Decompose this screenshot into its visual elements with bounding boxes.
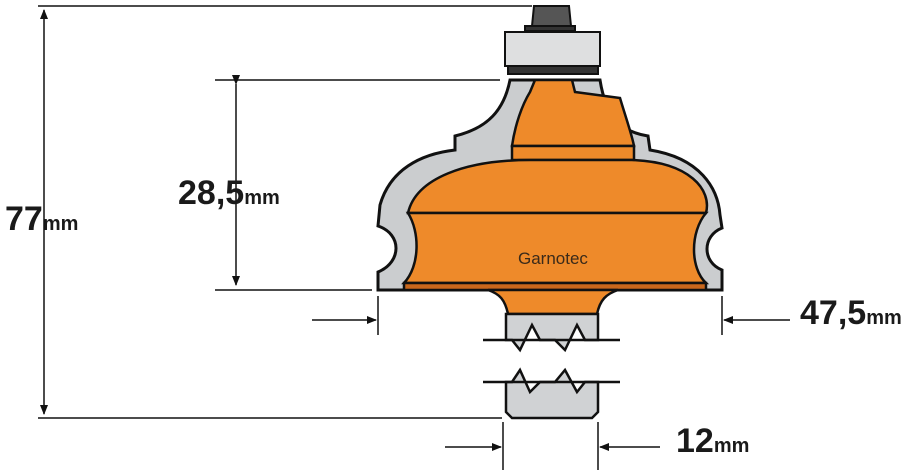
shank	[483, 312, 620, 420]
total-length-value: 77	[5, 200, 43, 238]
cutting-height-unit: mm	[244, 187, 280, 209]
bearing	[504, 5, 601, 75]
brand-label: Garnotec	[518, 249, 588, 268]
cutting-height-value: 28,5	[178, 174, 245, 212]
dimension-lines	[38, 5, 790, 470]
cutting-height-label: 28,5mm	[178, 174, 280, 213]
shank-diameter-unit: mm	[713, 435, 750, 457]
shank-diameter-value: 12	[676, 422, 714, 460]
cutting-diameter-value: 47,5	[800, 294, 867, 332]
shank-diameter-label: 12mm	[676, 422, 749, 461]
total-length-label: 77mm	[5, 200, 78, 239]
cutting-diameter-label: 47,5mm	[800, 294, 902, 333]
cutting-diameter-unit: mm	[866, 307, 902, 329]
cutter-body	[401, 78, 710, 316]
total-length-unit: mm	[42, 213, 79, 235]
